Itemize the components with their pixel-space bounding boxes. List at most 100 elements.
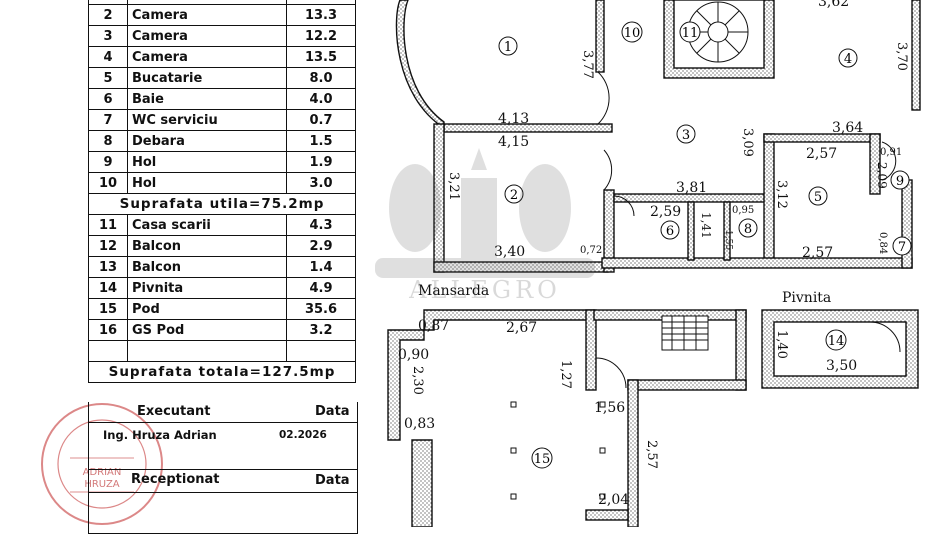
room-number-cell: 2 (88, 4, 128, 26)
svg-text:11: 11 (682, 26, 699, 41)
room-marker-14: 14 (825, 329, 847, 351)
receptionat-label: Receptionat (131, 472, 220, 487)
svg-text:0,87: 0,87 (418, 318, 449, 334)
executant-label: Executant (137, 404, 211, 419)
room-marker-7: 7 (892, 236, 912, 256)
mansarda-label: Mansarda (418, 283, 489, 299)
stamp-name-line2: HRUZA (84, 479, 119, 490)
room-marker-10: 10 (621, 21, 643, 43)
room-name-cell: Debara (127, 130, 287, 152)
room-number-cell: 4 (88, 46, 128, 68)
executant-header: Executant Data (88, 402, 358, 423)
room-name-cell: WC serviciu (127, 109, 287, 131)
useful-area-label: Suprafata utila=75.2mp (88, 193, 356, 215)
watermark-logo: ALLEGRO (375, 148, 595, 304)
floor-plan: 1 2 3 4 5 6 7 8 9 10 11 14 15 3,62 3,77 … (372, 0, 938, 527)
svg-text:0,84: 0,84 (877, 232, 888, 254)
svg-text:1,41: 1,41 (699, 212, 713, 239)
svg-text:2,57: 2,57 (644, 440, 659, 469)
room-number-cell: 10 (88, 172, 128, 194)
room-marker-3: 3 (676, 124, 696, 144)
room-number-cell: 15 (88, 298, 128, 320)
useful-area-row: Suprafata utila=75.2mp (88, 193, 356, 215)
svg-text:2,09: 2,09 (875, 162, 889, 189)
room-name-cell: Balcon (127, 235, 287, 257)
stamp-name-line1: ADRIAN (83, 467, 122, 478)
room-number-cell: 14 (88, 277, 128, 299)
room-area-cell: 3.0 (286, 172, 356, 194)
svg-text:2,57: 2,57 (806, 146, 837, 162)
room-marker-9: 9 (890, 170, 910, 190)
svg-text:3,64: 3,64 (832, 120, 863, 136)
svg-text:3,09: 3,09 (740, 128, 755, 157)
room-area-cell: 4.9 (286, 277, 356, 299)
room-area-cell: 4.3 (286, 214, 356, 236)
room-name-cell: Hol (127, 151, 287, 173)
svg-text:0,95: 0,95 (732, 205, 754, 216)
room-number-cell: 5 (88, 67, 128, 89)
room-name-cell: Camera (127, 46, 287, 68)
svg-text:1,40: 1,40 (774, 330, 789, 359)
executant-data-label: Data (315, 404, 350, 419)
svg-text:3,40: 3,40 (494, 244, 525, 260)
svg-text:2,57: 2,57 (802, 245, 833, 261)
svg-text:1: 1 (504, 40, 512, 55)
room-area-cell: 8.0 (286, 67, 356, 89)
svg-text:3,70: 3,70 (894, 42, 909, 71)
svg-text:0,72: 0,72 (580, 245, 602, 256)
room-area-cell: 1.4 (286, 256, 356, 278)
svg-text:10: 10 (624, 26, 641, 41)
svg-text:2,59: 2,59 (650, 204, 681, 220)
svg-text:5: 5 (814, 190, 822, 205)
room-markers: 1 2 3 4 5 6 7 8 9 10 11 14 15 (498, 21, 912, 469)
svg-text:1,56: 1,56 (594, 400, 625, 416)
executant-date: 02.2026 (279, 429, 327, 441)
executant-name: Ing. Hruza Adrian (103, 428, 217, 442)
room-marker-4: 4 (838, 48, 858, 68)
svg-text:8: 8 (744, 222, 752, 237)
room-name-cell: Pivnita (127, 277, 287, 299)
room-area-cell: 2.9 (286, 235, 356, 257)
total-area-label: Suprafata totala=127.5mp (88, 361, 356, 383)
svg-text:2,04: 2,04 (598, 492, 629, 508)
svg-text:4,13: 4,13 (498, 111, 529, 127)
total-area-row: Suprafata totala=127.5mp (88, 361, 356, 383)
svg-text:3: 3 (682, 128, 690, 143)
room-number-cell: 9 (88, 151, 128, 173)
svg-text:1,27: 1,27 (558, 360, 573, 389)
room-name-cell: Balcon (127, 256, 287, 278)
room-area-cell: 4.0 (286, 88, 356, 110)
executant-row: Ing. Hruza Adrian 02.2026 (88, 423, 358, 470)
room-area-cell: 35.6 (286, 298, 356, 320)
svg-text:4: 4 (844, 52, 852, 67)
room-number-cell: 8 (88, 130, 128, 152)
room-name-cell: GS Pod (127, 319, 287, 341)
svg-text:2,67: 2,67 (506, 320, 537, 336)
dimension-labels: 3,62 3,77 3,70 4,13 4,15 3,09 3,64 2,57 … (398, 0, 909, 508)
attic-posts (510, 401, 606, 500)
room-name-cell: Baie (127, 88, 287, 110)
svg-text:4,15: 4,15 (498, 134, 529, 150)
svg-text:9: 9 (896, 174, 904, 189)
svg-text:14: 14 (828, 334, 845, 349)
room-area-cell: 1.5 (286, 130, 356, 152)
svg-text:3,81: 3,81 (676, 180, 707, 196)
room-area-cell: 3.2 (286, 319, 356, 341)
room-marker-11: 11 (679, 21, 701, 43)
room-number-cell: 6 (88, 88, 128, 110)
